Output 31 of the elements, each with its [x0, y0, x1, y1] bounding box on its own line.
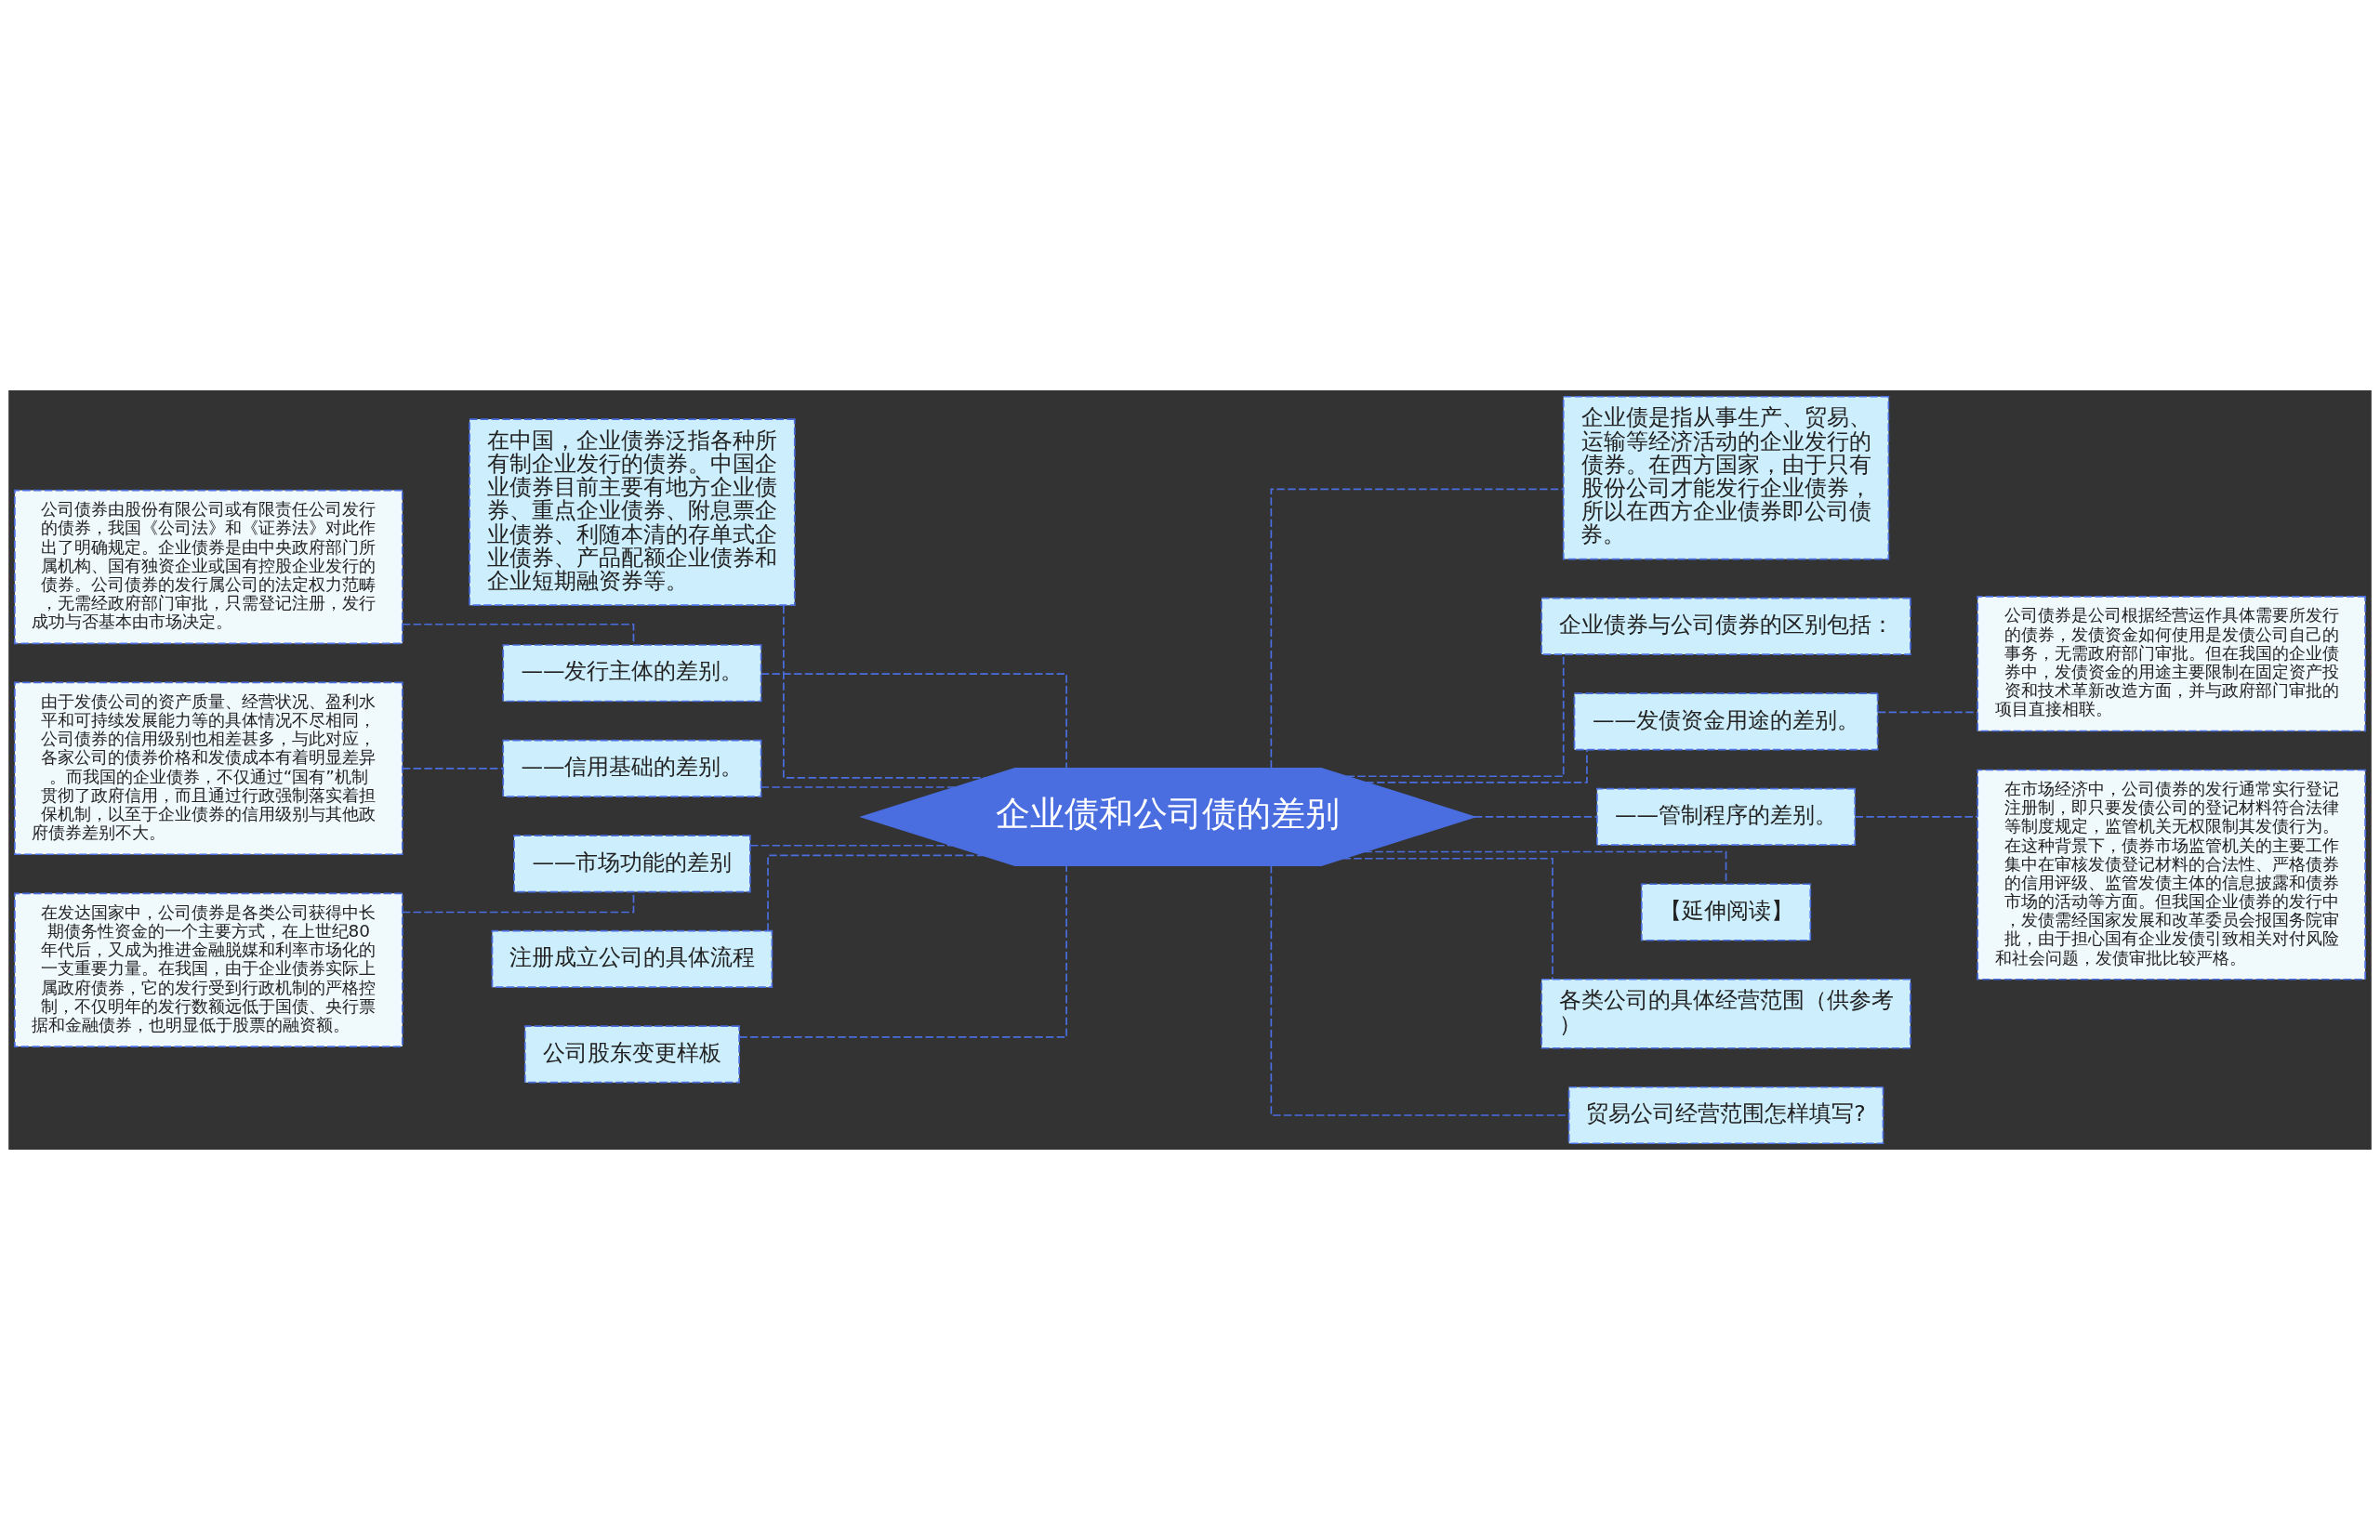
node-box: 公司债券由股份有限公司或有限责任公司发行的债券，我国《公司法》和《证券法》对此作出了明确规定。企业债券是由中央政府部门所属机构、国有独资企业或国有控股企业发行的债券。公司债券的发行属公司的法定权力范畴，无需经政府部门审批，只需登记注册，发行成功与否基本由市场决定。: [14, 489, 403, 645]
node-box: 公司股东变更样板: [523, 1025, 740, 1084]
node-box: ——市场功能的差别: [513, 835, 751, 893]
node-box: 公司债券是公司根据经营运作具体需要所发行的债券，发债资金如何使用是发债公司自己的事务，无需政府部门审批。但在我国的企业债券中，发债资金的用途主要限制在固定资产投资和技术革新改造方面，并与政府部门审批的项目直接相联。: [1977, 596, 2366, 732]
connector: [749, 844, 953, 847]
connector: [1342, 857, 1554, 981]
node-box: ——发行主体的差别。: [502, 644, 762, 703]
connector: [1854, 816, 1978, 818]
node-box: 企业债是指从事生产、贸易、运输等经济活动的企业发行的债券。在西方国家，由于只有股份公司才能发行企业债券，所以在西方企业债券即公司债券。: [1562, 395, 1890, 560]
node-box: 注册成立公司的具体流程: [491, 929, 774, 988]
connector: [1877, 711, 1978, 714]
node-box: 由于发债公司的资产质量、经营状况、盈利水平和可持续发展能力等的具体情况不尽相同，公司债券的信用级别也相差甚多，与此对应，各家公司的债券价格和发债成本有着明显差异。而我国的企业债券，不仅通过“国有”机制贯彻了政府信用，而且通过行政强制落实着担保机制，以至于企业债券的信用级别与其他政府债券差别不大。: [14, 681, 403, 856]
node-box: ——信用基础的差别。: [502, 739, 762, 797]
connector: [760, 673, 1067, 770]
connector: [760, 786, 957, 788]
node-box: ——发债资金用途的差别。: [1573, 692, 1879, 751]
connector: [1474, 816, 1598, 818]
connector: [738, 864, 1067, 1038]
connector: [1270, 488, 1565, 769]
node-box: 贸易公司经营范围怎样填写?: [1567, 1086, 1884, 1145]
node-box: 在中国，企业债券泛指各种所有制企业发行的债券。中国企业债券目前主要有地方企业债券、重点企业债券、附息票企业债券、利随本清的存单式企业债券、产品配额企业债券和企业短期融资券等。: [469, 418, 796, 606]
connector: [783, 605, 986, 779]
node-box: 各类公司的具体经营范围（供参考）: [1540, 978, 1911, 1049]
connector: [401, 768, 504, 770]
node-box: ——管制程序的差别。: [1596, 787, 1857, 847]
node-box: 企业债券与公司债券的区别包括：: [1540, 597, 1911, 655]
connector: [767, 854, 985, 932]
node-box: 在市场经济中，公司债券的发行通常实行登记注册制，即只要发债公司的登记材料符合法律等制度规定，监管机关无权限制其发债行为。在这种背景下，债券市场监管机关的主要工作集中在审核发债登记材料的合法性、严格债券的信用评级、监管发债主体的信息披露和债券市场的活动等方面。但我国企业债券的发行中，发债需经国家发展和改革委员会报国务院审批，由于担心国有企业发债引致相关对付风险和社会问题，发债审批比较严格。: [1977, 769, 2366, 981]
node-box: 【延伸阅读】: [1640, 883, 1812, 941]
connector: [1365, 749, 1588, 783]
node-box: 在发达国家中，公司债券是各类公司获得中长期债务性资金的一个主要方式，在上世纪80年代后，又成为推进金融脱媒和利率市场化的一支重要力量。在我国，由于企业债券实际上属政府债券，它的发行受到行政机制的严格控制，不仅明年的发行数额远低于国债、央行票据和金融债券，也明显低于股票的融资额。: [14, 892, 403, 1047]
